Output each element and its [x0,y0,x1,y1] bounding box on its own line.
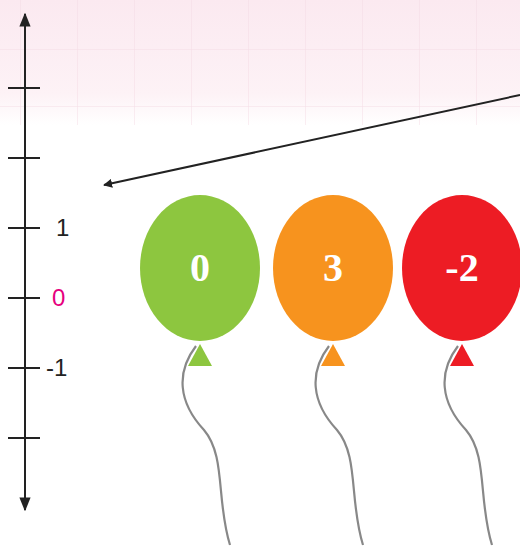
grid-background [0,0,520,125]
grid-lines [0,0,520,125]
balloon: 3 [273,195,393,341]
balloon-knots [188,344,474,366]
axis-label: 0 [52,286,65,310]
balloon-number: 0 [190,248,210,288]
pointer-arrow [104,95,520,185]
balloon-number: -2 [445,248,478,288]
axis-label: -1 [46,356,67,380]
balloon-fill [402,195,520,341]
balloon-fill [140,195,260,341]
balloon-fill [273,195,393,341]
axis-label: 1 [56,216,69,240]
balloon: -2 [402,195,520,341]
balloon-strings [183,346,492,545]
balloon: 0 [140,195,260,341]
balloon-number: 3 [323,248,343,288]
tick-marks [8,88,40,438]
